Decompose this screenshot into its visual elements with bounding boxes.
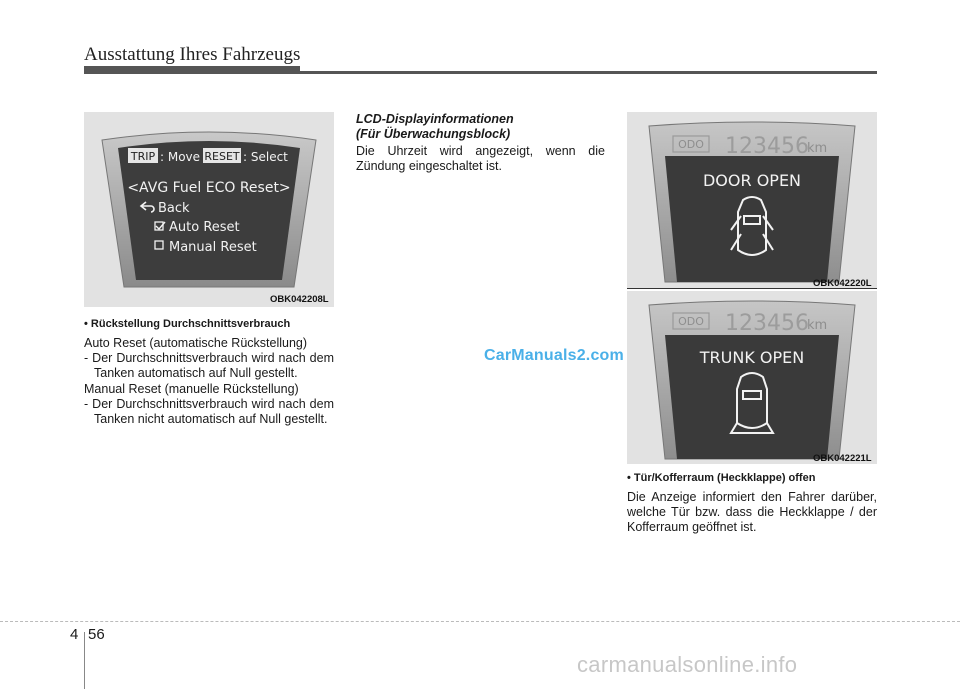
trip-key-label: TRIP [130, 150, 156, 163]
odo-value: 123456 [725, 134, 809, 159]
trip-key-box [128, 148, 158, 163]
manual-reset-label: Manual Reset [169, 240, 257, 255]
figure-code: OBK042221L [813, 453, 872, 464]
car-doors-open-icon [730, 196, 774, 256]
car-trunk-open-icon [729, 372, 775, 434]
checkbox-empty-icon [154, 240, 164, 250]
reset-key-box [203, 148, 241, 163]
back-arrow-icon [139, 201, 155, 213]
move-label: : Move [160, 150, 200, 164]
trunk-open-display: ODO 123456 km TRUNK OPEN [627, 291, 877, 464]
door-open-message: DOOR OPEN [703, 171, 801, 190]
display-heading: <AVG Fuel ECO Reset> [127, 180, 290, 196]
bullet-heading: • Rückstellung Durchschnittsverbrauch [84, 318, 291, 330]
fuel-eco-reset-display: TRIP : Move RESET : Select <AVG Fuel ECO… [84, 112, 334, 307]
footer-site-watermark: carmanualsonline.info [577, 652, 798, 677]
door-open-display: ODO 123456 km DOOR OPEN [627, 112, 877, 288]
figure-separator [627, 288, 877, 289]
chapter-number: 4 [70, 626, 79, 643]
page-header-title: Ausstattung Ihres Fahrzeugs [84, 44, 301, 65]
page-rule [0, 621, 960, 622]
back-label: Back [158, 201, 190, 216]
reset-key-label: RESET [204, 150, 240, 163]
header-rule [84, 71, 877, 74]
odo-label: ODO [678, 138, 704, 151]
door-trunk-paragraph: Die Anzeige informiert den Fahrer darübe… [627, 490, 877, 534]
auto-reset-label: Auto Reset [169, 220, 240, 235]
auto-reset-item: - Der Durchschnittsverbrauch wird nach d… [84, 351, 334, 380]
clock-paragraph: Die Uhrzeit wird angezeigt, wenn die Zün… [356, 144, 605, 173]
left-text-block: • Rückstellung Durchschnittsverbrauch Au… [84, 317, 334, 427]
checkbox-checked-icon [154, 221, 164, 231]
odo-badge [672, 312, 710, 330]
right-text-block: • Tür/Kofferraum (Heckklappe) offen Die … [627, 471, 877, 535]
footer-vertical-line [84, 632, 85, 689]
figure-trunk-open: ODO 123456 km TRUNK OPEN OBK042221L [627, 291, 877, 464]
manual-reset-paragraph: Manual Reset (manuelle Rückstellung) [84, 382, 299, 396]
bullet-heading: • Tür/Kofferraum (Heckklappe) offen [627, 472, 816, 484]
odo-value: 123456 [725, 311, 809, 336]
odo-label: ODO [678, 315, 704, 328]
figure-fuel-eco-reset: TRIP : Move RESET : Select <AVG Fuel ECO… [84, 112, 334, 307]
page-number: 56 [88, 626, 105, 643]
watermark-carmanuals2: CarManuals2.com [484, 347, 624, 364]
odo-unit: km [807, 141, 827, 156]
figure-door-open: ODO 123456 km DOOR OPEN OBK042220L [627, 112, 877, 288]
figure-code: OBK042220L [813, 278, 872, 288]
figure-code: OBK042208L [270, 294, 329, 305]
section-title-line2: (Für Überwachungsblock) [356, 127, 511, 141]
odo-badge [672, 135, 710, 153]
section-title-line1: LCD-Displayinformationen [356, 112, 514, 126]
trunk-open-message: TRUNK OPEN [699, 348, 804, 367]
header-tab-bar [84, 66, 300, 71]
select-label: : Select [243, 150, 288, 164]
manual-reset-item: - Der Durchschnittsverbrauch wird nach d… [84, 397, 334, 426]
auto-reset-paragraph: Auto Reset (automatische Rückstellung) [84, 336, 308, 350]
section-title: LCD-Displayinformationen (Für Überwachun… [356, 112, 514, 142]
odo-unit: km [807, 318, 827, 333]
